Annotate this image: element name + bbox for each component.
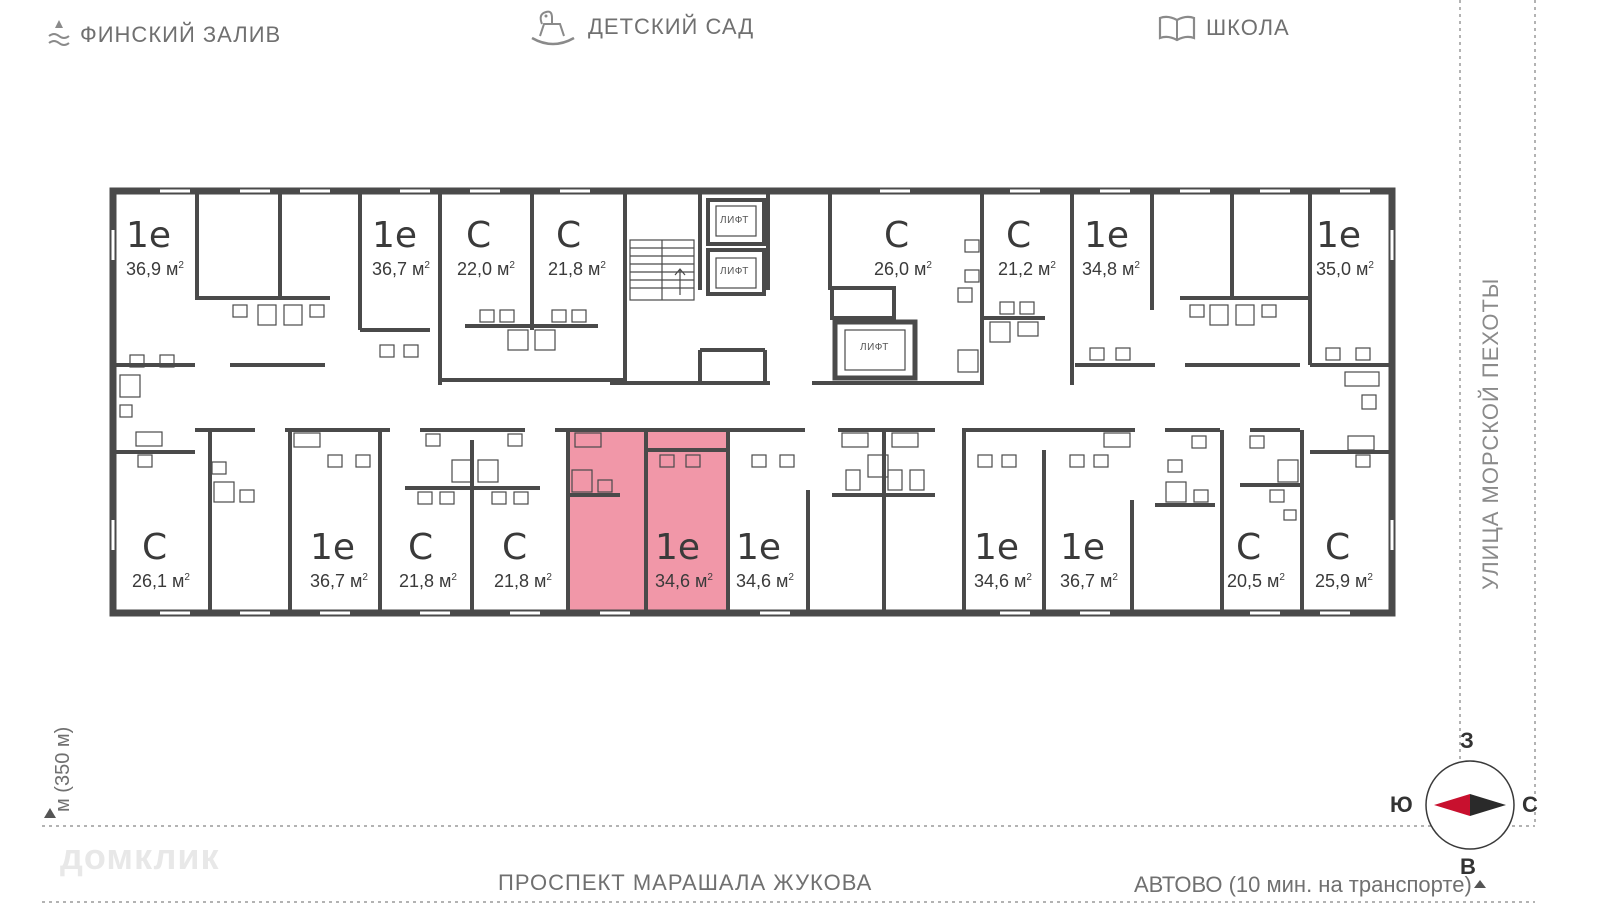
interior-walls-top xyxy=(113,191,1392,385)
unit-area: 34,8 м2 xyxy=(1082,259,1140,279)
distance-label: м (350 м) xyxy=(52,726,74,812)
building-outline xyxy=(109,187,1396,617)
landmark-kindergarten: ДЕТСКИЙ САД xyxy=(528,8,754,46)
unit-type: С xyxy=(884,215,910,256)
window-marks xyxy=(111,189,1394,615)
unit-area: 34,6 м2 xyxy=(736,571,794,591)
metro-arrow-icon xyxy=(1474,880,1486,888)
unit-area: 34,6 м2 xyxy=(974,571,1032,591)
compass-north: З xyxy=(1460,728,1474,753)
unit-type: С xyxy=(142,527,168,568)
unit-area: 21,8 м2 xyxy=(399,571,457,591)
compass-needle-red xyxy=(1434,794,1470,816)
unit-type: 1е xyxy=(126,215,172,256)
unit-area: 22,0 м2 xyxy=(457,259,515,279)
street-side-label: УЛИЦА МОРСКОЙ ПЕХОТЫ xyxy=(1478,277,1503,590)
unit-type: 1е xyxy=(736,527,782,568)
lift-label-1: ЛИФТ xyxy=(720,215,749,226)
unit-type: 1е xyxy=(1084,215,1130,256)
unit-type: С xyxy=(1325,527,1351,568)
stair-arrow-icon xyxy=(674,268,686,295)
landmark-school: ШКОЛА xyxy=(1158,14,1290,42)
unit-area: 34,6 м2 xyxy=(655,571,713,591)
unit-area: 25,9 м2 xyxy=(1315,571,1373,591)
gulf-label: ФИНСКИЙ ЗАЛИВ xyxy=(80,22,282,47)
watermark: домклик xyxy=(60,836,220,877)
unit-area: 26,0 м2 xyxy=(874,259,932,279)
compass-south: В xyxy=(1460,854,1476,879)
unit-type: 1е xyxy=(1060,527,1106,568)
lift-label-3: ЛИФТ xyxy=(860,342,889,353)
metro-label: АВТОВО (10 мин. на транспорте) xyxy=(1134,872,1472,897)
unit-area: 21,8 м2 xyxy=(494,571,552,591)
lift-label-2: ЛИФТ xyxy=(720,266,749,277)
waves-icon xyxy=(48,20,70,46)
bathroom-fixtures xyxy=(119,239,1380,521)
unit-type: С xyxy=(466,215,492,256)
kindergarten-label: ДЕТСКИЙ САД xyxy=(588,14,755,39)
lift-shafts xyxy=(706,198,918,381)
book-icon xyxy=(1158,15,1196,42)
site-boundary xyxy=(42,0,1536,903)
unit-area: 21,8 м2 xyxy=(548,259,606,279)
dist-arrow-icon xyxy=(44,808,56,818)
compass-needle-dark xyxy=(1470,794,1506,816)
school-label: ШКОЛА xyxy=(1206,15,1290,40)
unit-type: 1е xyxy=(655,527,701,568)
staircase xyxy=(629,239,695,301)
compass-west: Ю xyxy=(1390,792,1413,817)
unit-area: 21,2 м2 xyxy=(998,259,1056,279)
unit-type: С xyxy=(502,527,528,568)
unit-type: 1е xyxy=(310,527,356,568)
interior-walls-bottom xyxy=(113,428,1392,613)
unit-area: 36,7 м2 xyxy=(1060,571,1118,591)
unit-area: 35,0 м2 xyxy=(1316,259,1374,279)
unit-area: 36,9 м2 xyxy=(126,259,184,279)
unit-type: 1е xyxy=(1316,215,1362,256)
compass xyxy=(1425,760,1515,850)
street-bottom-label: ПРОСПЕКТ МАРАШАЛА ЖУКОВА xyxy=(498,870,873,895)
unit-area: 36,7 м2 xyxy=(310,571,368,591)
unit-type: С xyxy=(556,215,582,256)
unit-area: 36,7 м2 xyxy=(372,259,430,279)
unit-type: С xyxy=(1006,215,1032,256)
unit-type: С xyxy=(1236,527,1262,568)
unit-area: 20,5 м2 xyxy=(1227,571,1285,591)
compass-east: С xyxy=(1522,792,1538,817)
unit-area: 26,1 м2 xyxy=(132,571,190,591)
unit-type: 1е xyxy=(372,215,418,256)
unit-type: С xyxy=(408,527,434,568)
landmark-gulf: ФИНСКИЙ ЗАЛИВ xyxy=(48,20,281,50)
rocking-horse-icon xyxy=(531,10,575,46)
unit-type: 1е xyxy=(974,527,1020,568)
